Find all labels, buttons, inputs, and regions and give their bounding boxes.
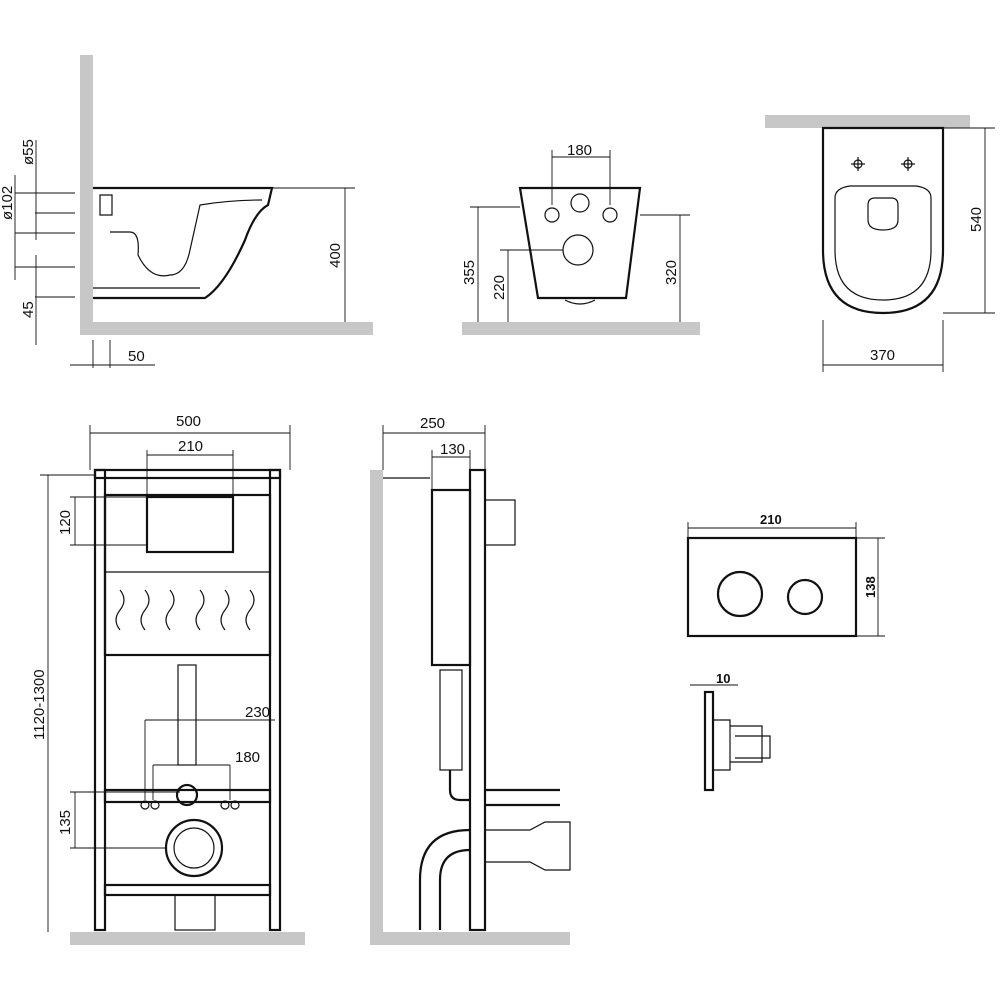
flush-plate-view: 210 138 10 [686, 512, 885, 792]
dim-180: 180 [235, 749, 260, 766]
dim-135: 135 [57, 810, 74, 835]
dim-210: 210 [178, 438, 203, 455]
dim-210: 210 [760, 512, 782, 527]
dim-540: 540 [968, 207, 985, 232]
dim-500: 500 [176, 413, 201, 430]
dim-45: 45 [20, 301, 37, 318]
frame-front-view: 500 210 120 1120-1300 230 180 135 [31, 413, 305, 945]
dim-220: 220 [491, 275, 508, 300]
floor [370, 932, 570, 945]
dim-320: 320 [663, 260, 680, 285]
dim-1120-1300: 1120-1300 [31, 669, 48, 740]
dim-d55: ø55 [20, 139, 37, 165]
dim-138: 138 [863, 576, 878, 598]
dim-400: 400 [327, 243, 344, 268]
dim-d102: ø102 [0, 186, 16, 220]
wall [370, 470, 383, 945]
wall [765, 115, 970, 128]
flush-plate [686, 536, 858, 638]
floor [70, 932, 305, 945]
bowl-outline [518, 186, 642, 300]
dim-230: 230 [245, 704, 270, 721]
floor [462, 322, 700, 335]
dim-120: 120 [57, 510, 74, 535]
floor [80, 322, 373, 335]
dim-180: 180 [567, 142, 592, 159]
full-flush-button [716, 570, 764, 618]
bowl-outline [93, 186, 274, 300]
cistern [103, 493, 272, 657]
dim-50: 50 [128, 348, 145, 365]
bowl-outline [821, 126, 945, 315]
dim-370: 370 [870, 347, 895, 364]
toilet-front-view: 180 355 220 320 [461, 142, 700, 335]
toilet-top-view: 540 370 [765, 115, 995, 372]
dim-130: 130 [440, 441, 465, 458]
toilet-side-view: ø55 ø102 45 50 400 [0, 55, 373, 368]
frame-side-view: 250 130 [370, 415, 571, 945]
bowl-trap [99, 194, 263, 277]
button-opening [145, 495, 235, 554]
dim-250: 250 [420, 415, 445, 432]
wall [80, 55, 93, 335]
half-flush-button [786, 578, 824, 616]
dim-355: 355 [461, 260, 478, 285]
dim-10: 10 [716, 671, 730, 686]
